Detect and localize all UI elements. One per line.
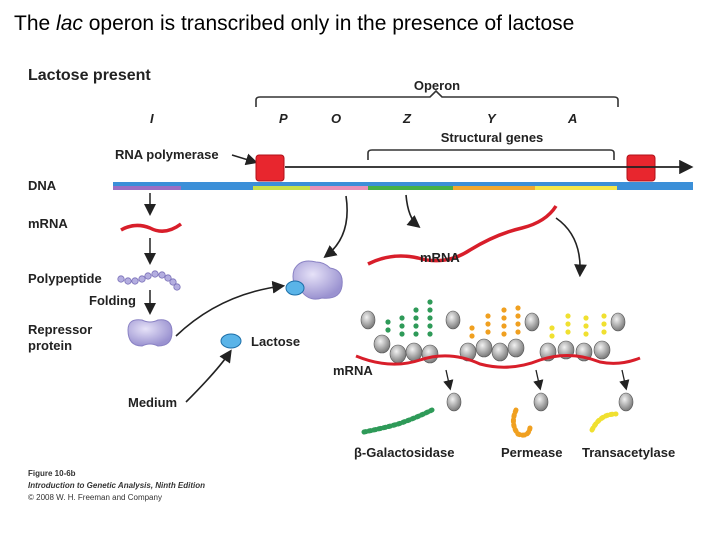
rna-polymerase-pointer [231, 153, 258, 166]
gene-y-label: Y [487, 111, 497, 126]
figure-number: Figure 10-6b [28, 469, 76, 478]
transacetylase-chain [589, 411, 619, 433]
polycistronic-mrna [367, 205, 558, 266]
gene-i-label: I [150, 111, 154, 126]
repressor-label-line2: protein [28, 338, 72, 353]
dna-a-segment [535, 186, 617, 190]
mrna-center-label: mRNA [420, 250, 460, 265]
nascent-permease-chains [469, 305, 521, 339]
permease-chain [510, 407, 533, 438]
nascent-galactosidase-chains [385, 299, 433, 337]
rna-polymerase-end [626, 154, 656, 182]
dna-top-strand [113, 182, 693, 186]
release-arrow-1 [443, 369, 454, 391]
rna-polymerase-label: RNA polymerase [115, 147, 219, 162]
dna-spacer-2 [617, 186, 693, 190]
repressor-polypeptide [117, 270, 181, 291]
title-suffix: operon is transcribed only in the presen… [82, 12, 575, 35]
operon-transcript-arrow [405, 194, 421, 229]
release-arrow-2 [533, 369, 544, 391]
dna-z-segment [368, 186, 453, 190]
operon-label: Operon [414, 78, 460, 93]
figure-heading: Lactose present [28, 67, 151, 84]
galactosidase-label: β-Galactosidase [354, 445, 454, 460]
release-from-dna-arrow [323, 195, 348, 258]
gene-o-label: O [331, 111, 341, 126]
release-arrow-3 [619, 369, 630, 391]
gene-p-label: P [279, 111, 288, 126]
folding-label: Folding [89, 293, 136, 308]
structural-genes-label: Structural genes [441, 130, 544, 145]
lactose-label: Lactose [251, 334, 300, 349]
dna-o-segment [310, 186, 368, 190]
mrna-left-label: mRNA [28, 216, 68, 231]
gene-z-label: Z [402, 111, 412, 126]
repressor-protein [127, 319, 173, 347]
gene-a-label: A [567, 111, 577, 126]
polypeptide-label: Polypeptide [28, 271, 102, 286]
bound-lactose [285, 280, 305, 296]
title-emphasis: lac [56, 12, 83, 35]
medium-label: Medium [128, 395, 177, 410]
dna-label: DNA [28, 178, 57, 193]
released-ribosomes [446, 392, 634, 412]
dna-i-segment [113, 186, 181, 190]
dna-p-segment [253, 186, 310, 190]
translating-ribosomes [360, 310, 626, 364]
nascent-transacetylase-chains [549, 313, 607, 339]
repressor-mrna [120, 222, 183, 233]
operon-bracket [255, 89, 619, 107]
repressor-label-line1: Repressor [28, 322, 92, 337]
slide-title: The lac operon is transcribed only in th… [14, 12, 574, 36]
permease-label: Permease [501, 445, 562, 460]
rna-polymerase-start [255, 154, 285, 182]
dna-strand [113, 182, 693, 190]
book-title: Introduction to Genetic Analysis, Ninth … [28, 481, 205, 490]
dna-spacer-1 [181, 186, 253, 190]
galactosidase-chain [361, 407, 435, 435]
structural-genes-bracket [367, 149, 615, 160]
title-prefix: The [14, 12, 57, 35]
copyright: © 2008 W. H. Freeman and Company [28, 493, 162, 502]
medium-uptake-arrow [185, 349, 232, 403]
lactose-molecule [220, 333, 242, 349]
dna-y-segment [453, 186, 535, 190]
translated-mrna [355, 354, 641, 369]
mrna-bottom-label: mRNA [333, 363, 373, 378]
translation-arrow [555, 217, 587, 278]
lactose-binding-arrow [175, 280, 286, 337]
transacetylase-label: Transacetylase [582, 445, 675, 460]
